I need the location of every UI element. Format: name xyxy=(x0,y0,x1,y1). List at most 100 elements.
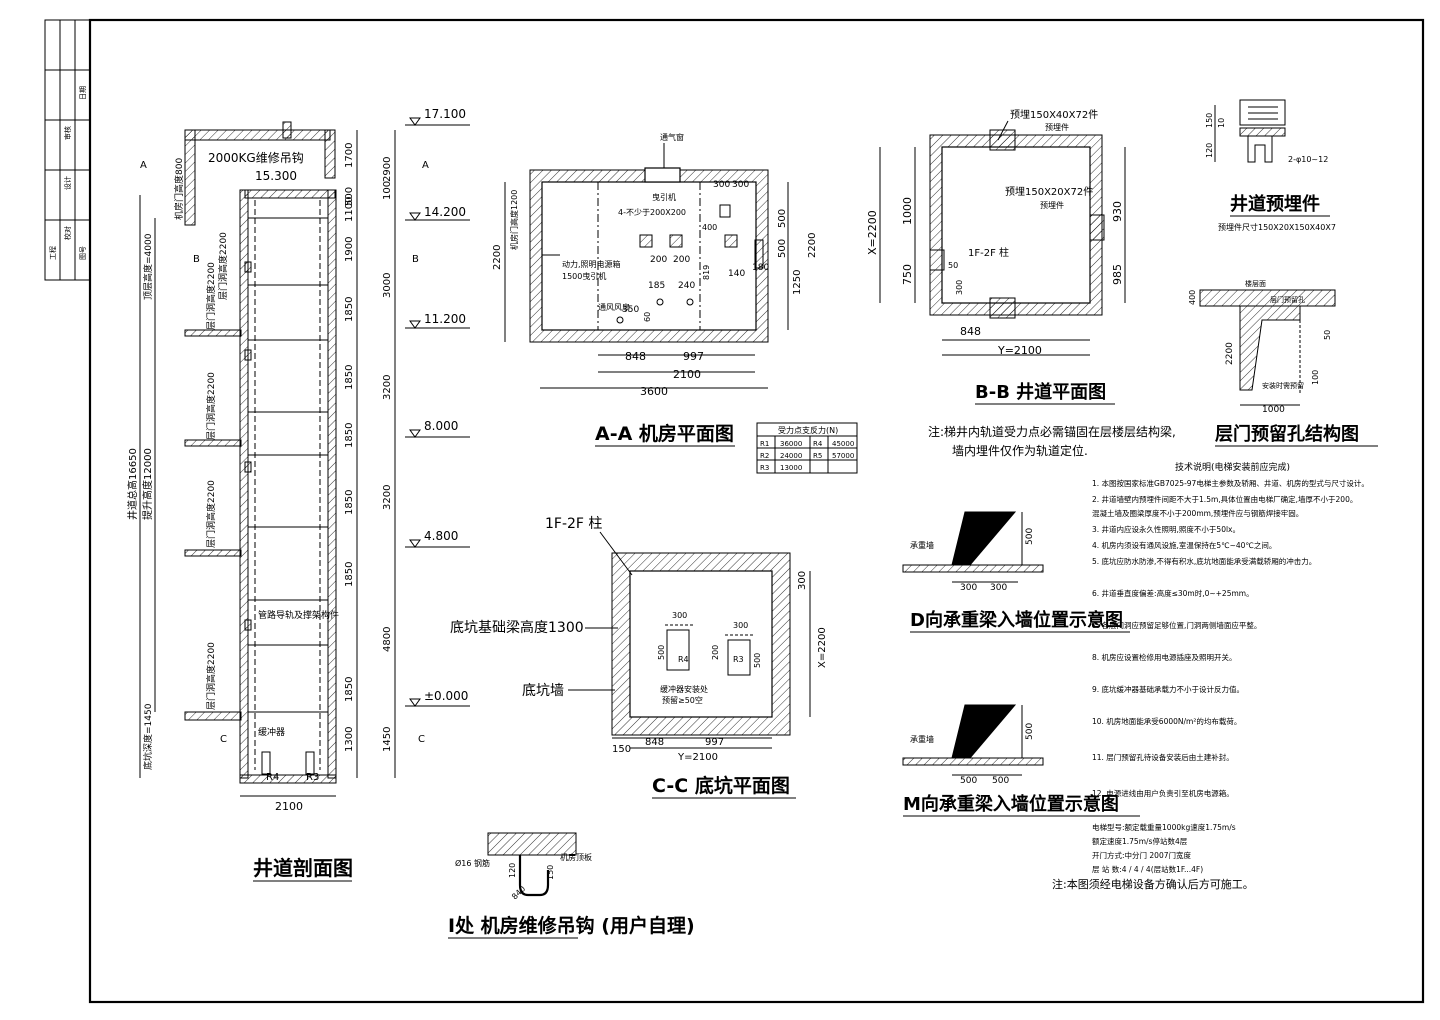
svg-text:R5: R5 xyxy=(813,452,822,460)
svg-text:3200: 3200 xyxy=(382,485,393,510)
svg-text:150: 150 xyxy=(546,865,555,880)
svg-text:1850: 1850 xyxy=(344,677,355,702)
svg-text:预留≥50空: 预留≥50空 xyxy=(662,695,703,705)
pit-r3: R3 xyxy=(306,772,319,783)
svg-text:12. 电源进线由用户负责引至机房电源箱。: 12. 电源进线由用户负责引至机房电源箱。 xyxy=(1092,788,1234,798)
svg-text:A: A xyxy=(422,160,429,171)
pit-beam-label: 底坑基础梁高度1300 xyxy=(450,619,584,636)
svg-text:8. 机房应设置检修用电源插座及照明开关。: 8. 机房应设置检修用电源插座及照明开关。 xyxy=(1092,652,1237,662)
svg-text:R2: R2 xyxy=(760,452,769,460)
svg-text:1900: 1900 xyxy=(344,237,355,262)
elev-5: ±0.000 xyxy=(424,689,468,703)
svg-text:Y=2100: Y=2100 xyxy=(677,752,718,763)
section-width: 2100 xyxy=(275,800,303,813)
mr-dim-2200: 2200 xyxy=(492,245,503,270)
mr-label-machine: 1500曳引机 xyxy=(562,271,606,281)
pit-wall-label: 底坑墙 xyxy=(522,683,564,699)
bb-dim-930: 930 xyxy=(1111,201,1124,222)
mr-label-traction: 曳引机 xyxy=(652,192,676,202)
elev-3: 8.000 xyxy=(424,419,458,433)
mr-dim-140: 140 xyxy=(728,269,745,279)
svg-text:承重墙: 承重墙 xyxy=(910,540,934,550)
svg-text:4. 机房内须设有通风设施,室温保持在5℃~40℃之间。: 4. 机房内须设有通风设施,室温保持在5℃~40℃之间。 xyxy=(1092,540,1276,550)
reaction-table: 受力点支反力(N) R1 36000 R4 45000 R2 24000 R5 … xyxy=(756,422,858,474)
svg-text:500: 500 xyxy=(1025,528,1035,545)
svg-text:2900: 2900 xyxy=(382,157,393,182)
svg-text:1100: 1100 xyxy=(344,197,355,222)
svg-text:安装时需预留: 安装时需预留 xyxy=(1262,381,1304,390)
mr-label-power: 动力,照明电源箱 xyxy=(562,259,621,269)
svg-text:R3: R3 xyxy=(733,655,744,664)
beam-d-title: D向承重梁入墙位置示意图 xyxy=(910,609,1123,631)
beam-d-detail: 500 300 300 承重墙 D向承重梁入墙位置示意图 xyxy=(902,511,1130,633)
svg-text:R3: R3 xyxy=(760,464,769,472)
svg-text:840: 840 xyxy=(510,884,527,901)
svg-text:5. 底坑应防水防渗,不得有积水,底坑地面能承受满载轿厢的冲: 5. 底坑应防水防渗,不得有积水,底坑地面能承受满载轿厢的冲击力。 xyxy=(1092,556,1316,566)
svg-text:6. 井道垂直度偏差:高度≤30m时,0~+25mm。: 6. 井道垂直度偏差:高度≤30m时,0~+25mm。 xyxy=(1092,588,1254,598)
svg-text:额定速度1.75m/s停站数4层: 额定速度1.75m/s停站数4层 xyxy=(1092,836,1188,846)
shaft-note-2: 墙内埋件仅作为轨道定位. xyxy=(952,443,1088,458)
svg-text:150: 150 xyxy=(1205,113,1214,128)
mr-dim-3600: 3600 xyxy=(640,385,668,398)
shaft-section-view: 17.100 14.200 11.200 8.000 4.800 ±0.000 … xyxy=(126,107,470,882)
machine-room-plan: 848 997 2100 3600 2200 1250 500 500 2200… xyxy=(492,132,858,474)
svg-text:120: 120 xyxy=(1205,143,1214,158)
shaft-plan: X=2200 1000 750 930 985 848 Y=2100 50 30… xyxy=(866,109,1176,458)
section-dims-inner: 1700 500 1100 1900 1850 1850 1850 1850 1… xyxy=(344,143,355,752)
svg-text:R1: R1 xyxy=(760,440,769,448)
beam-m-title: M向承重梁入墙位置示意图 xyxy=(903,793,1119,815)
svg-text:B: B xyxy=(412,254,419,265)
hook-detail: Ø16 钢筋 150 120 840 机房顶板 I处 机房维修吊钩 (用户自理) xyxy=(448,832,695,939)
technical-notes: 技术说明(电梯安装前应完成) 1. 本图按国家标准GB7025-97电梯主参数及… xyxy=(1052,461,1369,891)
svg-text:1300: 1300 xyxy=(344,727,355,752)
title-block: 审核 设计 校对 工程 图号 日期 xyxy=(44,19,91,281)
door-height-3: 层门洞高度2200 xyxy=(205,480,217,548)
svg-text:R4: R4 xyxy=(813,440,823,448)
svg-text:45000: 45000 xyxy=(832,440,854,448)
embedded-caption: 预埋件尺寸150X20X150X40X7 xyxy=(1218,222,1336,232)
bb-embed-right-sub: 预埋件 xyxy=(1040,200,1064,210)
svg-text:受力点支反力(N): 受力点支反力(N) xyxy=(778,425,838,435)
title-cell-1: 设计 xyxy=(63,176,72,190)
door-opening-title: 层门预留孔结构图 xyxy=(1215,423,1359,445)
sheet-border xyxy=(88,18,1425,1004)
svg-text:300: 300 xyxy=(960,583,977,593)
svg-text:1700: 1700 xyxy=(344,143,355,168)
svg-text:150: 150 xyxy=(612,744,631,755)
svg-text:500: 500 xyxy=(753,653,762,668)
svg-text:300: 300 xyxy=(733,621,748,630)
elev-4: 4.800 xyxy=(424,529,458,543)
bb-dim-y: Y=2100 xyxy=(997,344,1042,357)
title-cell-2: 校对 xyxy=(63,226,72,240)
svg-text:X=2200: X=2200 xyxy=(817,627,828,668)
svg-text:997: 997 xyxy=(705,737,724,748)
shaft-plan-title: B-B 井道平面图 xyxy=(975,381,1106,403)
rail-note: 管路导轨及撑架构件 xyxy=(258,609,339,621)
svg-text:36000: 36000 xyxy=(780,440,802,448)
mr-dim-180: 180 xyxy=(752,263,769,273)
svg-text:120: 120 xyxy=(508,863,517,878)
elev-2: 11.200 xyxy=(424,312,466,326)
svg-text:A: A xyxy=(140,160,147,171)
mr-label-opening: 4-不少于200X200 xyxy=(618,208,686,217)
mr-dim-200a: 200 xyxy=(650,255,667,265)
mr-dim-2100: 2100 xyxy=(673,368,701,381)
svg-text:3200: 3200 xyxy=(382,375,393,400)
svg-text:300: 300 xyxy=(990,583,1007,593)
svg-text:承重墙: 承重墙 xyxy=(910,734,934,744)
svg-text:技术说明(电梯安装前应完成): 技术说明(电梯安装前应完成) xyxy=(1175,461,1290,473)
elev-0: 17.100 xyxy=(424,107,466,121)
shaft-total-height: 井道总高16650 xyxy=(126,448,139,520)
door-height-4: 层门洞高度2200 xyxy=(205,642,217,710)
mr-dim-350: 350 xyxy=(622,305,639,315)
svg-text:300: 300 xyxy=(797,571,808,590)
elevation-markers: 17.100 14.200 11.200 8.000 4.800 ±0.000 xyxy=(405,107,470,707)
svg-text:13000: 13000 xyxy=(780,464,802,472)
svg-text:C: C xyxy=(220,734,227,745)
embedded-part: 150 120 10 2-φ10~12 井道预埋件 预埋件尺寸150X20X15… xyxy=(1205,99,1336,232)
svg-text:1450: 1450 xyxy=(382,727,393,752)
pit-depth: 底坑深度=1450 xyxy=(142,703,154,770)
svg-text:500: 500 xyxy=(344,187,355,206)
svg-text:3. 井道内应设永久性照明,照度不小于50lx。: 3. 井道内应设永久性照明,照度不小于50lx。 xyxy=(1092,524,1240,534)
elev-1: 14.200 xyxy=(424,205,466,219)
